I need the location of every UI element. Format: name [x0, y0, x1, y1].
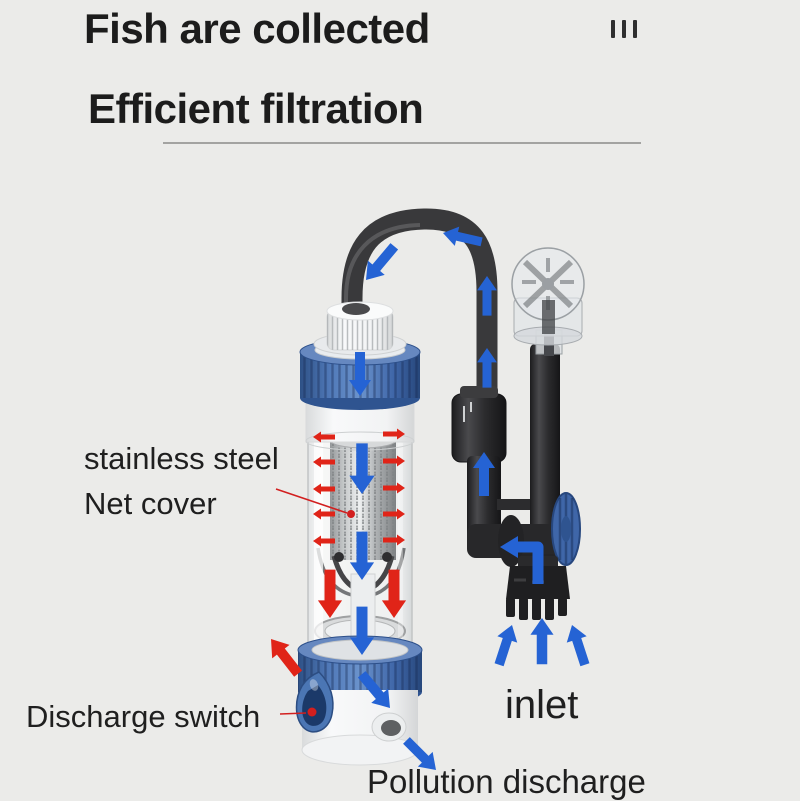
label-discharge-switch: Discharge switch	[26, 699, 261, 734]
title-fish-collected: Fish are collected	[84, 5, 430, 52]
intake-tube	[530, 344, 560, 536]
pump-tube-assembly	[451, 247, 585, 620]
curved-hose	[341, 208, 498, 419]
discharge-port	[371, 712, 407, 742]
discharge-switch-knob	[295, 671, 334, 733]
top-cap-nut	[313, 301, 407, 356]
label-net-cover-line1: stainless steel	[84, 441, 279, 476]
impeller-cap	[511, 247, 585, 356]
tube-bracket	[497, 499, 535, 510]
water-flow-arrows-blue	[349, 223, 595, 778]
label-inlet: inlet	[505, 683, 579, 727]
title-efficient-filtration: Efficient filtration	[88, 85, 424, 132]
label-net-cover: stainless steel Net cover	[84, 436, 279, 526]
title-underline	[163, 142, 641, 144]
label-net-cover-line2: Net cover	[84, 486, 217, 521]
triple-bar-icon	[611, 20, 637, 38]
annotation-leaders	[275, 488, 355, 717]
label-pollution-discharge: Pollution discharge	[367, 763, 646, 800]
